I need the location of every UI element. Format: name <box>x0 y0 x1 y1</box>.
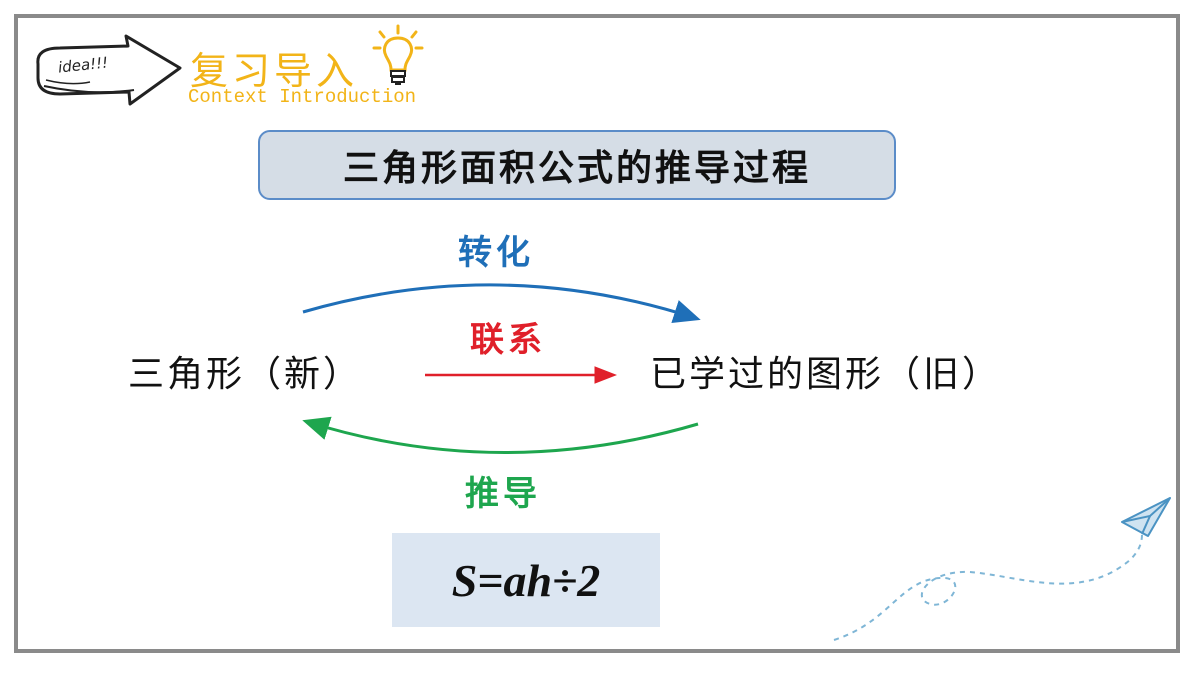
main-title: 三角形面积公式的推导过程 <box>342 147 811 189</box>
link-label: 联系 <box>470 320 546 360</box>
new-shape-label: 三角形（新） <box>128 354 363 395</box>
title-box: 三角形面积公式的推导过程 <box>258 130 896 200</box>
section-title: 复习导入 <box>190 49 359 93</box>
formula-box: S=ah÷2 <box>392 533 660 627</box>
idea-arrow-icon <box>36 34 182 106</box>
light-bulb-icon <box>372 24 424 85</box>
derive-label: 推导 <box>465 474 541 514</box>
area-formula: S=ah÷2 <box>451 554 601 606</box>
transform-label: 转化 <box>458 233 534 273</box>
paper-plane-icon <box>833 497 1171 641</box>
section-subtitle: Context Introduction <box>188 86 417 108</box>
old-shape-label: 已学过的图形（旧） <box>650 354 1002 395</box>
